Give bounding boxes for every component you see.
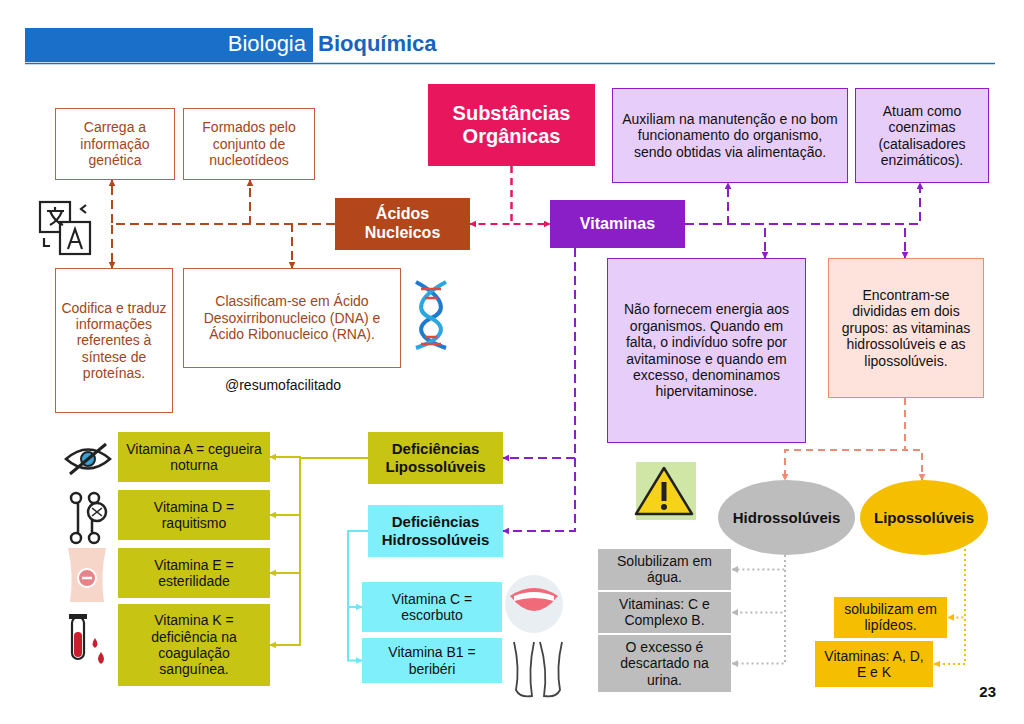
node-text: Vitamina E = esterilidade bbox=[124, 557, 264, 590]
deficiency-box: Vitamina D = raquitismo bbox=[118, 490, 270, 540]
ellipse-fill bbox=[718, 480, 855, 555]
connector bbox=[503, 248, 575, 531]
node-text: Solubilizam em água. bbox=[603, 553, 726, 586]
node-text: Deficiências Hidrossolúveis bbox=[374, 513, 497, 548]
node-text: Formados pelo conjunto de nucleotídeos bbox=[189, 119, 309, 168]
node-text: Vitamina C = escorbuto bbox=[368, 591, 496, 624]
connector bbox=[503, 248, 575, 458]
property-box: Solubilizam em água. bbox=[597, 548, 732, 591]
group-box: Deficiências Lipossolúveis bbox=[368, 432, 503, 484]
page-number: 23 bbox=[960, 683, 996, 700]
node-text: solubilizam em lipídeos. bbox=[839, 601, 942, 634]
dna-icon bbox=[416, 282, 446, 348]
property-box: O excesso é descartado na urina. bbox=[597, 634, 732, 693]
watermark: @resumofacilitado bbox=[225, 377, 385, 393]
node-text: Vitamina B1 = beribéri bbox=[368, 644, 496, 677]
node-text: Lipossolúveis bbox=[874, 509, 974, 527]
node-text: Vitamina A = cegueira noturna bbox=[124, 441, 264, 474]
ellipse-fill bbox=[860, 480, 988, 555]
page-subject: Biologia bbox=[100, 31, 306, 57]
property-box: Vitaminas: A, D, E e K bbox=[814, 640, 934, 688]
bone-icon bbox=[71, 493, 106, 543]
translate-icon bbox=[40, 202, 90, 254]
root-box: Substâncias Orgânicas bbox=[428, 84, 595, 166]
page-topic: Bioquímica bbox=[318, 31, 518, 57]
note-box: Auxiliam na manutenção e no bom funciona… bbox=[612, 88, 848, 183]
connector bbox=[112, 224, 335, 268]
property-box: solubilizam em lipídeos. bbox=[833, 596, 948, 639]
body-icon bbox=[68, 548, 106, 602]
node-text: Substâncias Orgânicas bbox=[434, 102, 589, 149]
connector bbox=[512, 166, 551, 224]
connector bbox=[250, 180, 335, 224]
group-ellipse: Hidrossolúveis bbox=[718, 480, 855, 555]
node-text: Codifica e traduz informações referentes… bbox=[61, 300, 167, 382]
note-box: Encontram-se divididas em dois grupos: a… bbox=[828, 258, 984, 398]
connector bbox=[270, 458, 368, 645]
node-text: O excesso é descartado na urina. bbox=[603, 639, 726, 688]
note-box: Não fornecem energia aos organismos. Qua… bbox=[607, 258, 806, 443]
connector bbox=[732, 555, 785, 664]
connector bbox=[732, 555, 785, 569]
note-box: Formados pelo conjunto de nucleotídeos bbox=[183, 108, 315, 180]
node-text: Carrega a informação genética bbox=[61, 119, 169, 168]
node-text: Vitaminas bbox=[580, 215, 655, 234]
connector bbox=[948, 549, 965, 617]
deficiency-box: Vitamina C = escorbuto bbox=[362, 582, 502, 632]
mouth-icon bbox=[505, 575, 563, 633]
group-box: Deficiências Hidrossolúveis bbox=[368, 505, 503, 557]
node-text: Vitaminas: C e Complexo B. bbox=[603, 596, 726, 629]
connector bbox=[685, 224, 905, 258]
node-text: Vitamina D = raquitismo bbox=[124, 499, 264, 532]
node-text: Ácidos Nucleicos bbox=[341, 205, 464, 242]
header-rule bbox=[25, 63, 995, 65]
legs-icon bbox=[514, 642, 562, 696]
group-ellipse: Lipossolúveis bbox=[860, 480, 988, 555]
connector bbox=[270, 458, 368, 515]
connector bbox=[905, 398, 922, 480]
node-text: Classificam-se em Ácido Desoxirribonucle… bbox=[189, 293, 395, 342]
note-box: Atuam como coenzimas (catalisadores enzi… bbox=[855, 88, 989, 183]
node-text: Não fornecem energia aos organismos. Qua… bbox=[613, 301, 800, 399]
deficiency-box: Vitamina A = cegueira noturna bbox=[118, 432, 270, 482]
blood-tube-icon bbox=[69, 614, 104, 664]
node-text: Atuam como coenzimas (catalisadores enzi… bbox=[861, 103, 983, 169]
property-box: Vitaminas: C e Complexo B. bbox=[597, 591, 732, 634]
connector bbox=[685, 183, 920, 224]
connector bbox=[732, 555, 785, 612]
connector bbox=[292, 224, 335, 268]
warning-icon bbox=[636, 462, 696, 520]
header-bar bbox=[25, 28, 313, 62]
connector bbox=[685, 224, 765, 258]
connector bbox=[685, 183, 728, 224]
note-box: Carrega a informação genética bbox=[55, 108, 175, 180]
connector bbox=[112, 180, 335, 224]
node-text: Auxiliam na manutenção e no bom funciona… bbox=[618, 111, 842, 160]
note-box: Classificam-se em Ácido Desoxirribonucle… bbox=[183, 268, 401, 368]
topic-box: Ácidos Nucleicos bbox=[335, 198, 470, 250]
node-text: Encontram-se divididas em dois grupos: a… bbox=[834, 287, 978, 369]
node-text: Vitamina K = deficiência na coagulação s… bbox=[124, 612, 264, 678]
deficiency-box: Vitamina K = deficiência na coagulação s… bbox=[118, 604, 270, 686]
node-text: Hidrossolúveis bbox=[733, 509, 841, 527]
connector bbox=[270, 458, 368, 573]
note-box: Codifica e traduz informações referentes… bbox=[55, 268, 173, 413]
node-text: Vitaminas: A, D, E e K bbox=[820, 648, 928, 681]
eye-icon bbox=[66, 444, 110, 474]
topic-box: Vitaminas bbox=[550, 200, 685, 248]
connector bbox=[470, 166, 512, 224]
deficiency-box: Vitamina E = esterilidade bbox=[118, 548, 270, 598]
deficiency-box: Vitamina B1 = beribéri bbox=[362, 638, 502, 683]
node-text: Deficiências Lipossolúveis bbox=[374, 440, 497, 475]
